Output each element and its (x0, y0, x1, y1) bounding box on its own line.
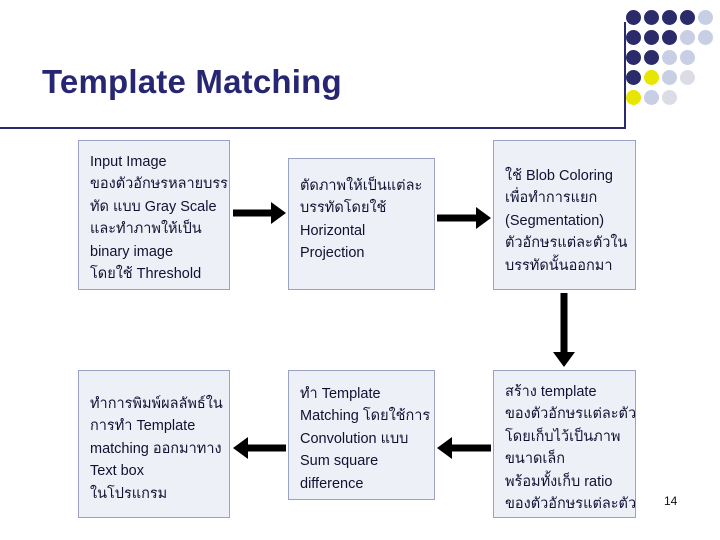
dot (644, 30, 659, 45)
box-input-image: Input Image ของตัวอักษรหลายบรร ทัด แบบ G… (78, 140, 230, 290)
box-blob-coloring: ใช้ Blob Coloring เพื่อทำการแยก (Segment… (493, 140, 636, 290)
box-line: ของตัวอักษรแต่ละตัว (505, 496, 637, 513)
arrow-shaft (246, 444, 286, 452)
header-divider-vertical (624, 22, 626, 129)
box-line: ทำการพิมพ์ผลลัพธ์ใน (90, 396, 223, 412)
box-line: ในโปรแกรม (90, 485, 168, 502)
box-print-result: ทำการพิมพ์ผลลัพธ์ใน การทำ Template match… (78, 370, 230, 518)
dot (662, 70, 677, 85)
box-line: Matching โดยใช้การ (300, 408, 431, 425)
dot (626, 30, 641, 45)
box-line: ตัวอักษรแต่ละตัวใน (505, 235, 628, 252)
dot (626, 50, 641, 65)
box-line: ตัดภาพให้เป็นแต่ละ (300, 178, 423, 194)
dot-grid-decoration (626, 10, 713, 122)
arrow-shaft (233, 209, 273, 217)
box-line: เพื่อทำการแยก (505, 190, 598, 207)
arrow-horizontal-to-blob (437, 207, 491, 229)
box-line: ของตัวอักษรหลายบรร (90, 176, 228, 193)
arrow-shaft (437, 214, 478, 222)
dot (644, 90, 659, 105)
dot (662, 10, 677, 25)
dot (626, 70, 641, 85)
box-line: Convolution แบบ (300, 430, 409, 447)
dot (644, 70, 659, 85)
arrow-matching-to-print (233, 437, 286, 459)
box-line: Horizontal (300, 222, 366, 239)
arrow-head (553, 352, 575, 367)
box-line: binary image (90, 243, 174, 260)
box-line: difference (300, 475, 364, 492)
arrow-head (476, 207, 491, 229)
box-create-template: สร้าง template ของตัวอักษรแต่ละตัว โดยเก… (493, 370, 636, 518)
dot (680, 70, 695, 85)
box-line: ทำ Template (300, 386, 381, 402)
box-line: Sum square (300, 453, 379, 470)
box-line: ของตัวอักษรแต่ละตัว (505, 406, 637, 423)
dot (680, 50, 695, 65)
box-line: ใช้ Blob Coloring (505, 168, 613, 184)
arrow-shaft (560, 293, 568, 353)
dot (662, 50, 677, 65)
dot (680, 30, 695, 45)
box-template-matching: ทำ Template Matching โดยใช้การ Convoluti… (288, 370, 435, 500)
dot (698, 30, 713, 45)
dot (644, 10, 659, 25)
dot (626, 10, 641, 25)
box-line: matching ออกมาทาง (90, 440, 222, 457)
arrow-shaft (450, 444, 491, 452)
box-line: ทัด แบบ Gray Scale (90, 198, 217, 215)
box-line: โดยเก็บไว้เป็นภาพ (505, 428, 621, 445)
header-divider (0, 127, 626, 129)
arrow-head (271, 202, 286, 224)
box-horizontal-projection: ตัดภาพให้เป็นแต่ละ บรรทัดโดยใช้ Horizont… (288, 158, 435, 290)
dot (662, 30, 677, 45)
box-line: โดยใช้ Threshold (90, 266, 202, 283)
box-line: ขนาดเล็ก (505, 451, 566, 468)
page-title: Template Matching (42, 63, 342, 100)
box-line: (Segmentation) (505, 212, 605, 229)
dot (644, 50, 659, 65)
box-line: บรรทัดโดยใช้ (300, 200, 387, 217)
dot (698, 10, 713, 25)
dot (626, 90, 641, 105)
box-line: พร้อมทั้งเก็บ ratio (505, 473, 613, 490)
box-line: Projection (300, 245, 365, 262)
box-line: Input Image (90, 154, 167, 170)
box-line: และทำภาพให้เป็น (90, 221, 202, 238)
box-line: Text box (90, 463, 144, 480)
arrow-head (437, 437, 452, 459)
dot (662, 90, 677, 105)
box-line: การทำ Template (90, 418, 196, 435)
box-line: บรรทัดนั้นออกมา (505, 257, 613, 274)
box-line: สร้าง template (505, 384, 597, 400)
arrow-blob-to-template (553, 293, 575, 367)
arrow-head (233, 437, 248, 459)
arrow-template-to-matching (437, 437, 491, 459)
arrow-input-to-horizontal (233, 202, 286, 224)
page-number: 14 (664, 494, 678, 508)
dot (680, 10, 695, 25)
